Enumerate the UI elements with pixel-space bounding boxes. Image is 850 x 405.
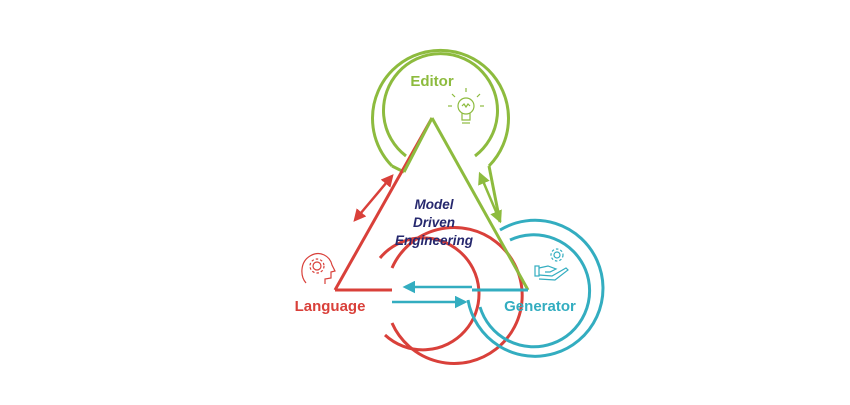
editor-label: Editor	[410, 73, 453, 90]
lightbulb-icon	[448, 88, 484, 124]
hand-gear-icon	[534, 248, 569, 281]
arrow-editor-generator	[478, 171, 502, 224]
center-line-model: Model	[415, 197, 454, 212]
center-line-engineering: Engineering	[395, 233, 474, 248]
language-outer-ring	[390, 226, 524, 365]
center-line-driven: Driven	[413, 215, 455, 230]
center-title: Model Driven Engineering	[395, 197, 474, 248]
generator-label: Generator	[504, 298, 576, 315]
generator-inner-ring	[478, 233, 592, 349]
editor-outer-ring	[371, 48, 510, 168]
editor-inner-ring	[382, 52, 499, 158]
head-gear-icon	[301, 253, 336, 284]
language-inner-ring	[378, 236, 481, 352]
arrow-language-editor	[353, 174, 394, 222]
editor-node: Editor	[371, 48, 510, 223]
generator-outer-ring	[466, 218, 605, 358]
generator-node: Generator	[466, 218, 605, 358]
language-label: Language	[295, 298, 366, 315]
